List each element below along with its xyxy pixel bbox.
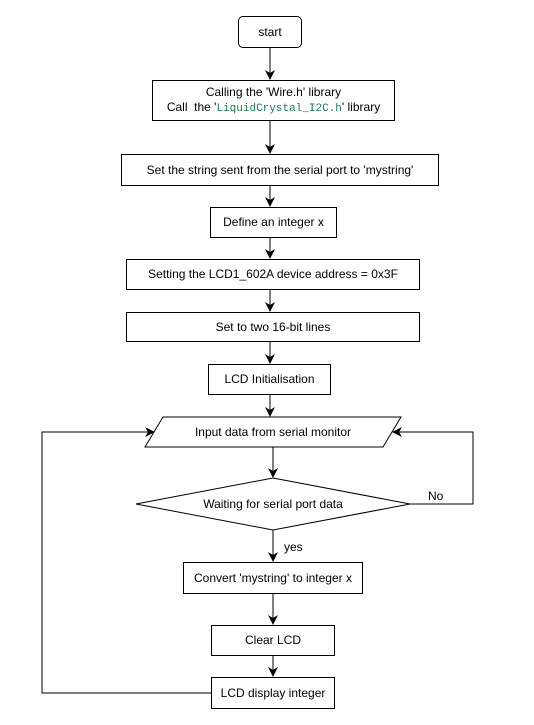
display-integer-node: LCD display integer: [211, 677, 335, 709]
arrow-no-loop: [392, 427, 474, 505]
set-string-node: Set the string sent from the serial port…: [121, 154, 439, 186]
start-node: start: [238, 16, 302, 48]
include-lcd-suffix: ' library: [341, 99, 381, 114]
convert-label: Convert 'mystring' to integer x: [194, 570, 352, 585]
clear-lcd-label: Clear LCD: [244, 633, 301, 647]
define-integer-label: Define an integer x: [223, 215, 324, 229]
set-address-label: Setting the LCD1_602A device address = 0…: [148, 267, 398, 281]
include-lcd-code: LiquidCrystal_I2C.h: [216, 102, 342, 115]
set-lines-node: Set to two 16-bit lines: [126, 312, 420, 342]
define-integer-node: Define an integer x: [210, 207, 337, 238]
clear-lcd-node: Clear LCD: [211, 625, 335, 656]
input-data-label: Input data from serial monitor: [194, 424, 352, 439]
decision-label: Waiting for serial port data: [203, 496, 343, 511]
include-lcd-prefix: Call the ': [166, 99, 217, 114]
yes-branch-label: yes: [284, 540, 303, 554]
lcd-init-node: LCD Initialisation: [208, 364, 331, 395]
set-lines-label: Set to two 16-bit lines: [215, 319, 331, 334]
input-data-shape: [144, 416, 402, 448]
include-wire-line: Calling the 'Wire.h' library: [205, 84, 342, 99]
set-address-node: Setting the LCD1_602A device address = 0…: [126, 259, 420, 290]
include-lcd-line: Call the 'LiquidCrystal_I2C.h' library: [167, 100, 380, 117]
set-string-label: Set the string sent from the serial port…: [146, 162, 414, 177]
no-branch-label: No: [428, 489, 444, 503]
include-libraries-node: Calling the 'Wire.h' library Call the 'L…: [152, 80, 395, 121]
display-integer-label: LCD display integer: [220, 685, 326, 700]
start-label: start: [258, 24, 282, 39]
convert-node: Convert 'mystring' to integer x: [183, 562, 363, 594]
arrow-display-loop: [41, 427, 211, 694]
lcd-init-label: LCD Initialisation: [224, 372, 315, 386]
